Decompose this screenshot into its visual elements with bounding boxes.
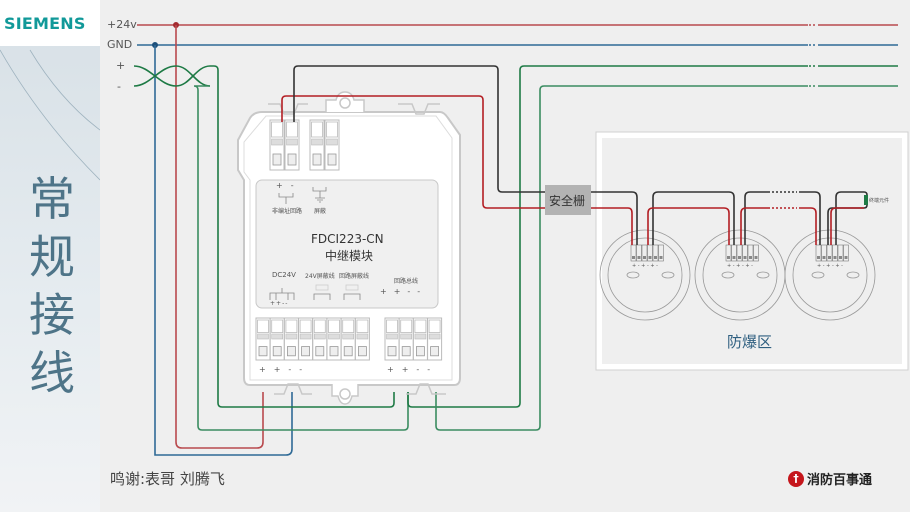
terminal [298, 317, 314, 361]
terminal [324, 119, 340, 171]
loop-pos-out-wire [407, 65, 808, 408]
bus-dots [809, 24, 817, 87]
bus-label-24v: +24v [107, 18, 137, 31]
power-drop-wire [175, 25, 264, 449]
loop-bus-label: 回路总线 [394, 278, 419, 285]
publisher-name: 消防百事通 [807, 473, 873, 488]
terminal [398, 317, 414, 361]
dc24v-label: DC24V [272, 271, 296, 279]
signal-red-wire [281, 95, 545, 209]
detector-polarity: + - + - + - [632, 263, 658, 269]
loop-shield-label: 回路屏蔽线 [339, 273, 370, 280]
publisher-brand: † 消防百事通 [788, 469, 872, 488]
bus-label-pos: + [116, 59, 126, 72]
bottom-terminal-block [255, 317, 443, 361]
credit-text: 鸣谢:表哥 刘腾飞 [110, 470, 225, 488]
neg-sign: - [290, 181, 302, 190]
bus-gnd-line [137, 42, 898, 48]
terminal [269, 317, 285, 361]
left-terminal-polarity: ++-- [259, 365, 311, 374]
sidebar: SIEMENS 常 规 接 线 [0, 0, 100, 512]
bus-label-neg: - [117, 80, 121, 93]
detector-polarity: + - + - + - [727, 263, 753, 269]
terminal [269, 119, 285, 171]
terminal [384, 317, 400, 361]
detectors: + - + - + - + - + - + - + - + - + - [599, 229, 876, 321]
panel-symbols [269, 187, 361, 300]
end-element-label: 终端元件 [869, 198, 890, 204]
safety-barrier [545, 185, 591, 215]
terminal [255, 317, 271, 361]
module-name: 中继模块 [325, 249, 374, 263]
detector: + - + - + - [599, 229, 691, 321]
polarity-label: +- [276, 181, 302, 190]
gnd-drop-wire [154, 45, 293, 456]
detector: + - + - + - [694, 229, 786, 321]
terminal [412, 317, 428, 361]
module-model: FDCI223-CN [311, 232, 384, 246]
non-addressable-loop-label: 非编址回路 [272, 208, 303, 215]
bus-label-gnd: GND [107, 38, 133, 51]
dc24v-polarity: ++-- [270, 300, 289, 307]
top-terminal-block [269, 119, 340, 171]
fire-brand-icon: † [788, 470, 804, 487]
detector-polarity: + - + - + - [817, 263, 843, 269]
shield-label: 屏蔽 [314, 208, 327, 215]
loop-pos-wire [210, 65, 395, 408]
pos-sign: + [276, 181, 291, 190]
safety-barrier-label: 安全栅 [549, 194, 586, 208]
terminal [340, 317, 356, 361]
terminal [312, 317, 328, 361]
bus-power-line [137, 22, 898, 28]
terminal [283, 317, 299, 361]
terminal [284, 119, 300, 171]
end-element [864, 195, 868, 205]
siemens-logo: SIEMENS [4, 14, 86, 33]
terminal [427, 317, 443, 361]
signal-black-wire [293, 65, 545, 193]
shield-24v-label: 24V屏蔽线 [305, 273, 335, 280]
terminal [326, 317, 342, 361]
title-char: 接 [29, 288, 75, 342]
detector: + - + - + - [784, 229, 876, 321]
relay-module [237, 91, 461, 405]
loop-bus-polarity: ++-- [380, 287, 428, 296]
right-terminal-polarity: ++-- [387, 365, 439, 374]
title-char: 线 [29, 346, 75, 400]
logo-band: SIEMENS [0, 0, 100, 46]
terminal [309, 119, 325, 171]
loop-neg-out-wire [435, 85, 808, 431]
sidebar-decor [0, 49, 100, 181]
title-char: 常 [29, 172, 75, 226]
hazard-zone-label: 防爆区 [727, 333, 773, 351]
page-title: 常 规 接 线 [22, 170, 82, 402]
loop-neg-wire [193, 85, 409, 431]
terminal [354, 317, 370, 361]
title-char: 规 [29, 230, 75, 284]
